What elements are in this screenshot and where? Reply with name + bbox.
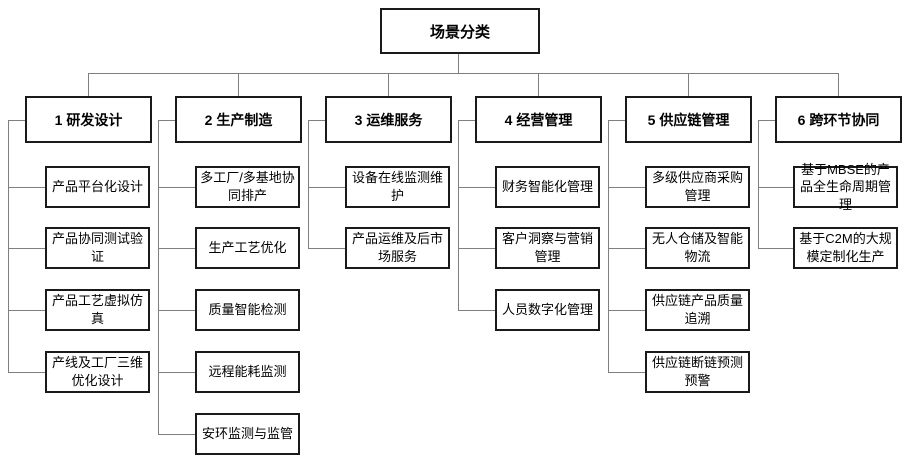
child-node-1-1: 产品平台化设计 xyxy=(45,166,150,208)
connector-line xyxy=(458,120,459,310)
connector-line xyxy=(158,120,175,121)
child-node-2-3: 质量智能检测 xyxy=(195,289,300,331)
child-node-5-3: 供应链产品质量追溯 xyxy=(645,289,750,331)
group-node-2: 2 生产制造 xyxy=(175,96,302,143)
connector-line xyxy=(608,248,645,249)
connector-line xyxy=(458,187,495,188)
child-node-5-1: 多级供应商采购管理 xyxy=(645,166,750,208)
connector-line xyxy=(608,120,609,372)
connector-line xyxy=(608,310,645,311)
connector-line xyxy=(308,248,345,249)
connector-line xyxy=(308,120,309,248)
connector-line xyxy=(608,120,625,121)
connector-line xyxy=(8,310,45,311)
connector-line xyxy=(158,310,195,311)
connector-line xyxy=(238,73,239,96)
connector-line xyxy=(758,187,793,188)
child-node-2-5: 安环监测与监管 xyxy=(195,413,300,455)
connector-line xyxy=(8,187,45,188)
root-node: 场景分类 xyxy=(380,8,540,54)
connector-line xyxy=(458,120,475,121)
child-node-2-2: 生产工艺优化 xyxy=(195,227,300,269)
connector-line xyxy=(758,120,775,121)
connector-line xyxy=(688,73,689,96)
connector-line xyxy=(158,372,195,373)
group-node-5: 5 供应链管理 xyxy=(625,96,752,143)
connector-line xyxy=(88,73,89,96)
group-node-1: 1 研发设计 xyxy=(25,96,152,143)
connector-line xyxy=(838,73,839,96)
group-node-6: 6 跨环节协同 xyxy=(775,96,902,143)
connector-line xyxy=(608,372,645,373)
child-node-5-2: 无人仓储及智能物流 xyxy=(645,227,750,269)
connector-line xyxy=(158,248,195,249)
connector-line xyxy=(458,54,459,73)
connector-line xyxy=(158,434,195,435)
child-node-2-1: 多工厂/多基地协同排产 xyxy=(195,166,300,208)
child-node-6-2: 基于C2M的大规模定制化生产 xyxy=(793,227,898,269)
connector-line xyxy=(608,187,645,188)
connector-line xyxy=(758,120,759,248)
child-node-4-1: 财务智能化管理 xyxy=(495,166,600,208)
child-node-5-4: 供应链断链预测预警 xyxy=(645,351,750,393)
child-node-1-3: 产品工艺虚拟仿真 xyxy=(45,289,150,331)
connector-line xyxy=(158,187,195,188)
connector-line xyxy=(458,310,495,311)
child-node-3-2: 产品运维及后市场服务 xyxy=(345,227,450,269)
child-node-6-1: 基于MBSE的产品全生命周期管理 xyxy=(793,162,898,212)
connector-line xyxy=(158,120,159,434)
connector-line xyxy=(8,120,9,372)
child-node-4-2: 客户洞察与营销管理 xyxy=(495,227,600,269)
connector-line xyxy=(458,248,495,249)
connector-line xyxy=(388,73,389,96)
connector-line xyxy=(758,248,793,249)
connector-line xyxy=(308,187,345,188)
connector-line xyxy=(88,73,839,74)
child-node-1-2: 产品协同测试验证 xyxy=(45,227,150,269)
connector-line xyxy=(308,120,325,121)
child-node-2-4: 远程能耗监测 xyxy=(195,351,300,393)
child-node-4-3: 人员数字化管理 xyxy=(495,289,600,331)
connector-line xyxy=(8,372,45,373)
child-node-1-4: 产线及工厂三维优化设计 xyxy=(45,351,150,393)
child-node-3-1: 设备在线监测维护 xyxy=(345,166,450,208)
connector-line xyxy=(538,73,539,96)
connector-line xyxy=(8,120,25,121)
connector-line xyxy=(8,248,45,249)
group-node-3: 3 运维服务 xyxy=(325,96,452,143)
group-node-4: 4 经营管理 xyxy=(475,96,602,143)
